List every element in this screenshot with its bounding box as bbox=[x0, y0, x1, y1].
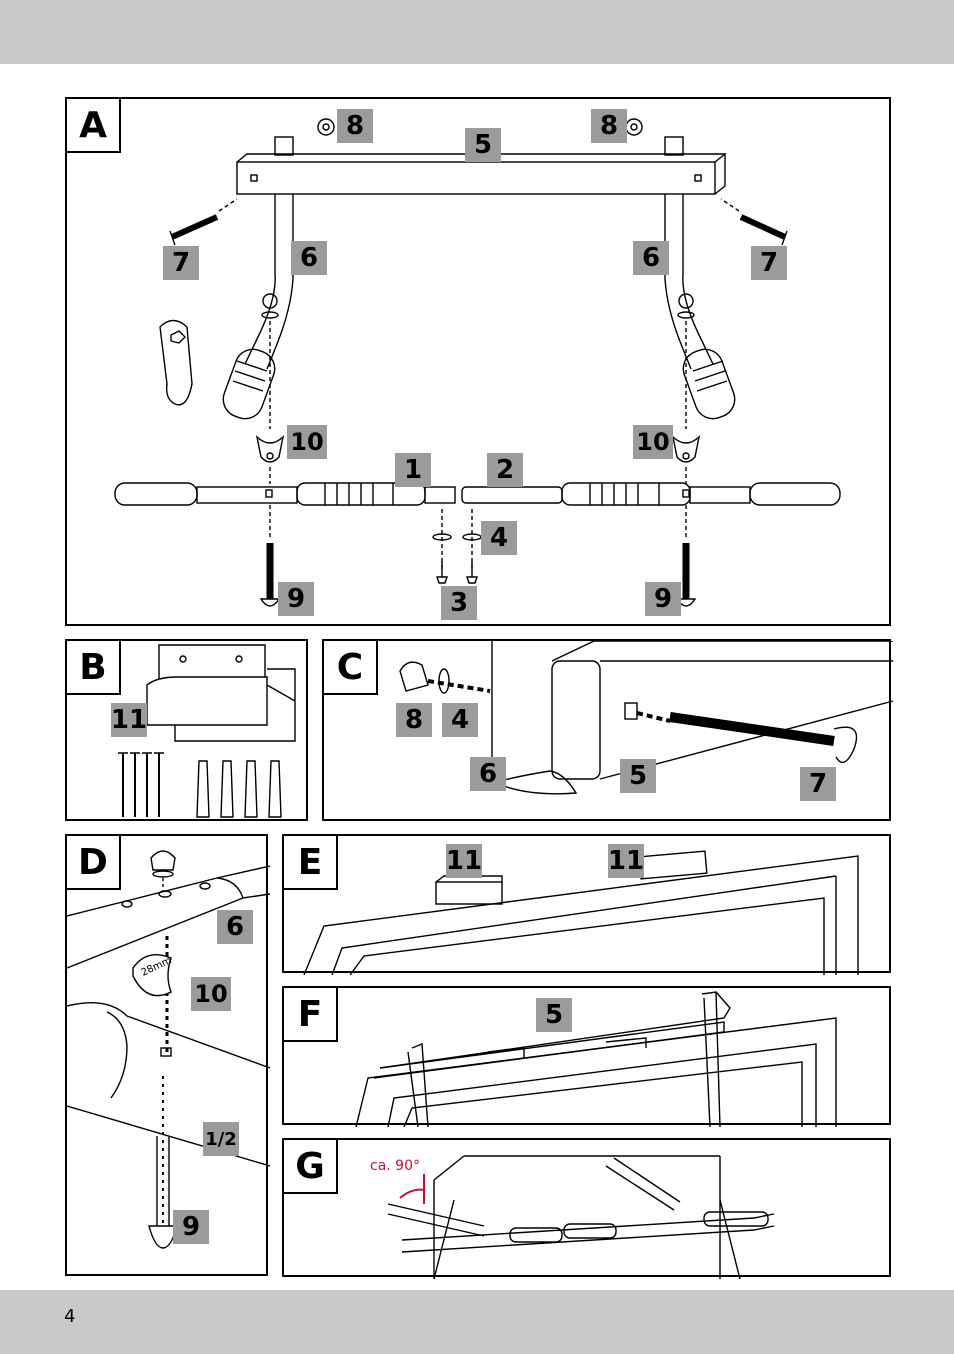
panel-c: C 8 4 6 5 7 bbox=[322, 639, 893, 821]
panel-a: A 8 8 5 7 7 6 6 10 10 1 2 4 3 9 9 bbox=[65, 97, 891, 626]
label-2: 2 bbox=[487, 453, 523, 487]
label-6-left: 6 bbox=[291, 241, 327, 275]
label-11-left: 11 bbox=[445, 844, 483, 878]
label-4: 4 bbox=[481, 521, 517, 555]
panel-f: F 5 bbox=[282, 986, 891, 1127]
label-11: 11 bbox=[110, 703, 148, 737]
panel-a-drawing bbox=[114, 118, 841, 607]
panel-b: B 11 bbox=[65, 639, 308, 821]
label-3: 3 bbox=[441, 586, 477, 620]
label-8-right: 8 bbox=[591, 109, 627, 143]
label-7: 7 bbox=[800, 767, 836, 801]
angle-annotation: ca. 90° bbox=[370, 1158, 420, 1174]
label-6: 6 bbox=[470, 757, 506, 791]
label-4: 4 bbox=[442, 703, 478, 737]
page-number: 4 bbox=[64, 1306, 76, 1327]
label-10: 10 bbox=[191, 977, 231, 1011]
label-7-right: 7 bbox=[751, 246, 787, 280]
panel-f-tag: F bbox=[282, 986, 338, 1042]
panel-b-drawing bbox=[118, 644, 296, 818]
label-10-left: 10 bbox=[287, 425, 327, 459]
label-9-left: 9 bbox=[278, 582, 314, 616]
panel-d-tag: D bbox=[65, 834, 121, 890]
header-band bbox=[0, 0, 954, 64]
panel-g: G ca. 90° bbox=[282, 1138, 891, 1279]
label-9: 9 bbox=[173, 1210, 209, 1244]
panel-d-drawing: 28mm bbox=[67, 850, 270, 1249]
panel-f-drawing bbox=[355, 991, 837, 1127]
label-6: 6 bbox=[217, 910, 253, 944]
footer-band bbox=[0, 1290, 954, 1354]
panel-c-tag: C bbox=[322, 639, 378, 695]
label-5: 5 bbox=[536, 998, 572, 1032]
label-8: 8 bbox=[396, 703, 432, 737]
label-5: 5 bbox=[465, 128, 501, 162]
panel-c-drawing bbox=[399, 641, 893, 795]
label-11-right: 11 bbox=[607, 844, 645, 878]
panel-e-drawing bbox=[303, 850, 859, 975]
panel-a-tag: A bbox=[65, 97, 121, 153]
panel-e-tag: E bbox=[282, 834, 338, 890]
panel-d: 28mm D 6 10 1/2 9 bbox=[65, 834, 270, 1276]
label-5: 5 bbox=[620, 759, 656, 793]
label-8-left: 8 bbox=[337, 109, 373, 143]
label-9-right: 9 bbox=[645, 582, 681, 616]
label-7-left: 7 bbox=[163, 246, 199, 280]
label-10-right: 10 bbox=[633, 425, 673, 459]
panel-b-tag: B bbox=[65, 639, 121, 695]
panel-g-tag: G bbox=[282, 1138, 338, 1194]
panel-e: E 11 11 bbox=[282, 834, 891, 975]
panel-g-drawing bbox=[387, 1155, 775, 1279]
label-1-2: 1/2 bbox=[203, 1122, 239, 1156]
label-6-right: 6 bbox=[633, 241, 669, 275]
label-1: 1 bbox=[395, 453, 431, 487]
